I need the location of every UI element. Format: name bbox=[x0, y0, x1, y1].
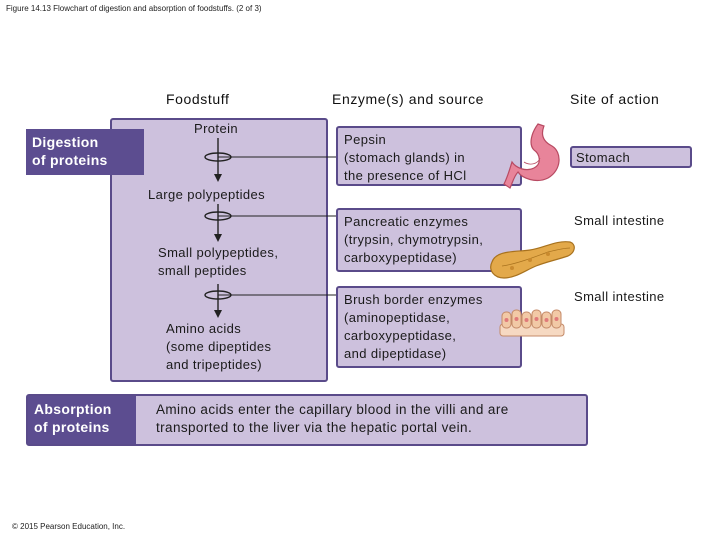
enzyme-3-line2: (aminopeptidase, bbox=[344, 310, 451, 325]
amino-line2: (some dipeptides bbox=[166, 339, 272, 354]
intestinal-villi-icon bbox=[499, 309, 565, 337]
enzyme-box-brush-border: Brush border enzymes (aminopeptidase, ca… bbox=[336, 286, 522, 368]
enzyme-2-line1: Pancreatic enzymes bbox=[344, 214, 469, 229]
foodstuff-amino-acids: Amino acids (some dipeptides and tripept… bbox=[166, 320, 271, 374]
enzyme-3-line1: Brush border enzymes bbox=[344, 292, 483, 307]
site-small-intestine-1: Small intestine bbox=[574, 213, 665, 228]
absorption-label: Absorption of proteins bbox=[28, 396, 136, 444]
figure-caption: Figure 14.13 Flowchart of digestion and … bbox=[6, 4, 262, 13]
enzyme-3-line3: carboxypeptidase, bbox=[344, 328, 457, 343]
pancreas-icon bbox=[490, 241, 575, 279]
enzyme-2-line2: (trypsin, chymotrypsin, bbox=[344, 232, 484, 247]
enzyme-1-line2: (stomach glands) in bbox=[344, 150, 466, 165]
header-site: Site of action bbox=[570, 91, 660, 107]
digestion-label: Digestion of proteins bbox=[26, 129, 144, 175]
arrow-head-3 bbox=[214, 310, 222, 318]
site-stomach: Stomach bbox=[570, 146, 692, 168]
header-enzyme: Enzyme(s) and source bbox=[332, 91, 485, 107]
enzyme-1-line1: Pepsin bbox=[344, 132, 387, 147]
digestion-panel bbox=[110, 118, 328, 382]
absorption-label-line2: of proteins bbox=[34, 419, 110, 435]
absorption-text-line2: transported to the liver via the hepatic… bbox=[156, 420, 473, 435]
enzyme-box-pancreatic: Pancreatic enzymes (trypsin, chymotrypsi… bbox=[336, 208, 522, 272]
small-line1: Small polypeptides, bbox=[158, 245, 279, 260]
small-line2: small peptides bbox=[158, 263, 247, 278]
absorption-label-line1: Absorption bbox=[34, 401, 112, 417]
foodstuff-small-polypeptides: Small polypeptides, small peptides bbox=[158, 244, 278, 280]
foodstuff-large-polypeptides: Large polypeptides bbox=[148, 187, 266, 202]
enzyme-2-line3: carboxypeptidase) bbox=[344, 250, 458, 265]
arrow-head-2 bbox=[214, 234, 222, 242]
amino-line1: Amino acids bbox=[166, 321, 242, 336]
enzyme-3-line4: and dipeptidase) bbox=[344, 346, 447, 361]
digestion-label-line2: of proteins bbox=[32, 152, 108, 168]
copyright: © 2015 Pearson Education, Inc. bbox=[12, 522, 126, 531]
amino-line3: and tripeptides) bbox=[166, 357, 263, 372]
absorption-text-line1: Amino acids enter the capillary blood in… bbox=[156, 402, 509, 417]
site-small-intestine-2: Small intestine bbox=[574, 289, 665, 304]
foodstuff-protein: Protein bbox=[194, 121, 238, 136]
enzyme-box-pepsin: Pepsin (stomach glands) in the presence … bbox=[336, 126, 522, 186]
absorption-text: Amino acids enter the capillary blood in… bbox=[156, 401, 509, 437]
digestion-label-line1: Digestion bbox=[32, 134, 99, 150]
enzyme-1-line3: the presence of HCl bbox=[344, 168, 467, 183]
stomach-icon bbox=[503, 123, 560, 189]
arrow-head-1 bbox=[214, 174, 222, 182]
header-foodstuff: Foodstuff bbox=[166, 91, 230, 107]
